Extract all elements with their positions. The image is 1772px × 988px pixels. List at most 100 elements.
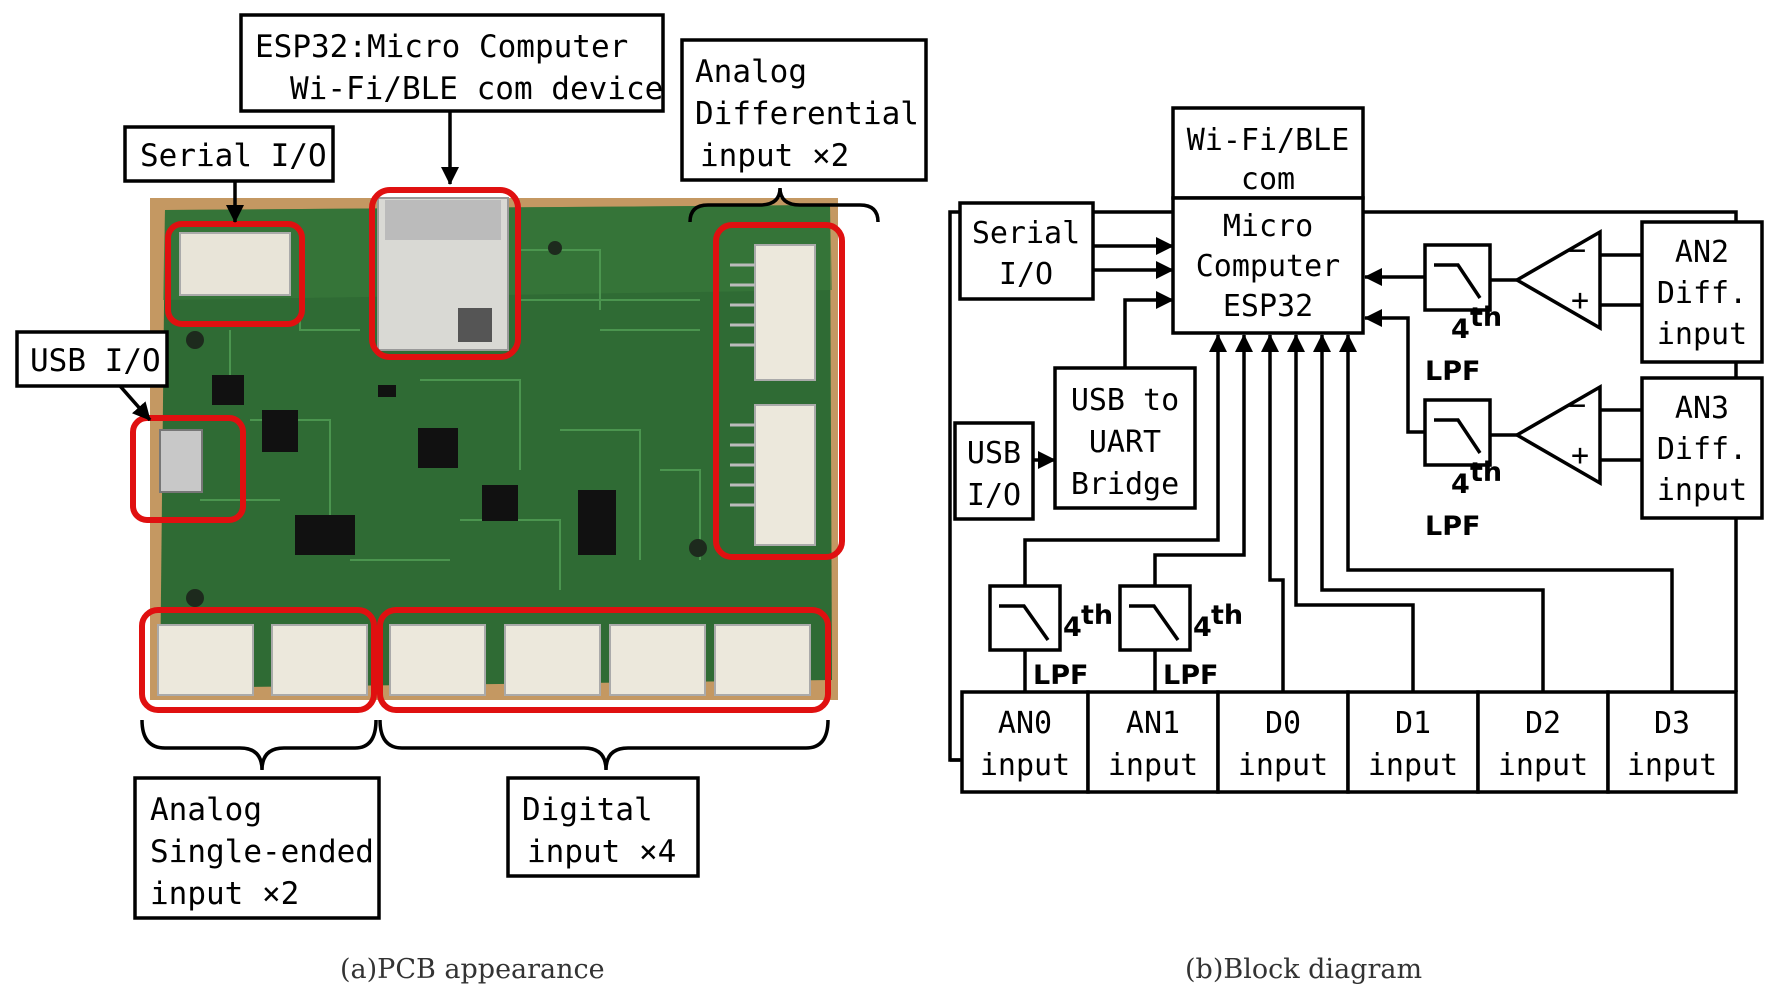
- brace-digital: [378, 719, 830, 771]
- input-d0-line1: D0: [1265, 706, 1301, 741]
- usb-io-block: [953, 421, 1035, 521]
- an2-line3: input: [1657, 317, 1747, 352]
- input-blocks: AN0 input AN1 input D0 input D1 input D2…: [960, 690, 1738, 794]
- input-d1-line1: D1: [1395, 706, 1431, 741]
- callout-diff-line1: Analog: [695, 54, 807, 90]
- highlight-single: [139, 607, 377, 713]
- input-an0-line2: input: [980, 748, 1070, 783]
- opamp-an3-minus: −: [1568, 388, 1586, 423]
- serial-connector: [179, 232, 291, 296]
- wifi-line2: com: [1241, 162, 1295, 197]
- lpf-an3-symbol: [1434, 418, 1482, 454]
- pcb-photo: [150, 197, 838, 700]
- brace-single: [140, 719, 378, 771]
- callout-usb-box: [15, 330, 169, 388]
- esp32-qr: [458, 308, 492, 342]
- bridge-line1: USB to: [1071, 383, 1179, 418]
- lpf-an1-sup: th: [1211, 600, 1243, 631]
- input-an1-line1: AN1: [1126, 706, 1180, 741]
- lpf-an2-label: LPF: [1425, 356, 1480, 387]
- wire-an0-mcu: [1023, 334, 1227, 586]
- input-an0-line1: AN0: [998, 706, 1052, 741]
- input-d1-block: [1346, 690, 1480, 794]
- lpf-an0-label: LPF: [1033, 660, 1088, 691]
- lpf-an2-sup: th: [1470, 302, 1502, 333]
- lpf-an3-sup: th: [1470, 457, 1502, 488]
- opamp-an2-minus: −: [1568, 233, 1586, 268]
- an3-block: [1640, 376, 1764, 520]
- lpf-an3-block: [1423, 398, 1492, 467]
- callout-esp32-line2: Wi-Fi/BLE com device: [290, 71, 663, 107]
- bridge-line3: Bridge: [1071, 467, 1179, 502]
- wifi-line1: Wi-Fi/BLE: [1187, 123, 1350, 158]
- bridge-block: [1053, 366, 1197, 510]
- lpf-an3-order: 4: [1451, 469, 1470, 500]
- bridge-line2: UART: [1089, 425, 1161, 460]
- input-d0-line2: input: [1238, 748, 1328, 783]
- input-an0-block: [960, 690, 1090, 794]
- bottom-connectors: [157, 624, 811, 696]
- diff-connector-pins: [730, 263, 755, 507]
- highlight-digital: [377, 607, 831, 713]
- wire-an1-mcu: [1153, 334, 1253, 586]
- serial-io-line2: I/O: [999, 257, 1053, 292]
- callout-diff-line3: input ×2: [700, 138, 849, 174]
- input-d2-line2: input: [1498, 748, 1588, 783]
- input-d0-block: [1216, 690, 1350, 794]
- callout-esp32-line1: ESP32:Micro Computer: [255, 29, 628, 65]
- callout-serial-text: Serial I/O: [140, 138, 327, 174]
- caption-block: (b)Block diagram: [1185, 954, 1422, 985]
- pcb-board: [160, 205, 832, 688]
- wire-right-loop: [1363, 210, 1738, 692]
- lpf-an1-order: 4: [1193, 612, 1212, 643]
- opamp-an3: [1513, 383, 1602, 487]
- usb-connector: [159, 429, 203, 493]
- lpf-an1-block: [1118, 584, 1192, 652]
- wire-d3-mcu: [1339, 334, 1674, 692]
- callout-digital-line1: Digital: [522, 792, 653, 828]
- arrow-usb: [118, 384, 152, 422]
- mcu-line2: Computer: [1196, 249, 1341, 284]
- pcb-chips: [212, 375, 616, 555]
- callout-esp32-box: [239, 13, 665, 113]
- an3-line2: Diff.: [1657, 432, 1747, 467]
- lpf-an2-symbol: [1434, 263, 1482, 299]
- usb-io-line2: I/O: [967, 478, 1021, 513]
- callout-single-line1: Analog: [150, 792, 262, 828]
- callout-diff-box: [680, 38, 928, 182]
- mcu-line3: ESP32: [1223, 289, 1313, 324]
- highlight-usb: [130, 415, 246, 523]
- callout-diff-line2: Differential: [695, 96, 919, 132]
- wire-d2-mcu: [1313, 334, 1545, 692]
- lpf-an2-block: [1423, 243, 1492, 312]
- wire-d1-mcu: [1287, 334, 1415, 692]
- input-d2-line1: D2: [1525, 706, 1561, 741]
- wire-d0-mcu: [1261, 334, 1285, 692]
- opamp-an2: [1513, 228, 1602, 332]
- serial-io-line1: Serial: [972, 216, 1080, 251]
- lpf-an1-label: LPF: [1163, 660, 1218, 691]
- lpf-an0-sup: th: [1081, 600, 1113, 631]
- input-d3-line1: D3: [1654, 706, 1690, 741]
- mcu-line1: Micro: [1223, 209, 1313, 244]
- lpf-an2-order: 4: [1451, 314, 1470, 345]
- callout-single-line2: Single-ended: [150, 834, 374, 870]
- callout-usb-text: USB I/O: [30, 343, 161, 379]
- lpf-an0-order: 4: [1063, 612, 1082, 643]
- usb-io-line1: USB: [967, 436, 1021, 471]
- arrow-lpf3-mcu: [1364, 309, 1425, 434]
- esp32-antenna: [385, 200, 501, 240]
- caption-pcb: (a)PCB appearance: [340, 954, 605, 985]
- opamp-an3-plus: +: [1571, 438, 1589, 473]
- highlight-boxes: [130, 187, 845, 713]
- diff-connector-2: [754, 404, 816, 546]
- highlight-esp32: [369, 187, 521, 360]
- mounting-holes: [186, 241, 707, 607]
- input-an1-block: [1086, 690, 1220, 794]
- brace-diff: [688, 187, 880, 223]
- callout-digital-box: [506, 776, 700, 878]
- callout-single-box: [133, 776, 381, 920]
- an2-line2: Diff.: [1657, 276, 1747, 311]
- callout-single-line3: input ×2: [150, 876, 299, 912]
